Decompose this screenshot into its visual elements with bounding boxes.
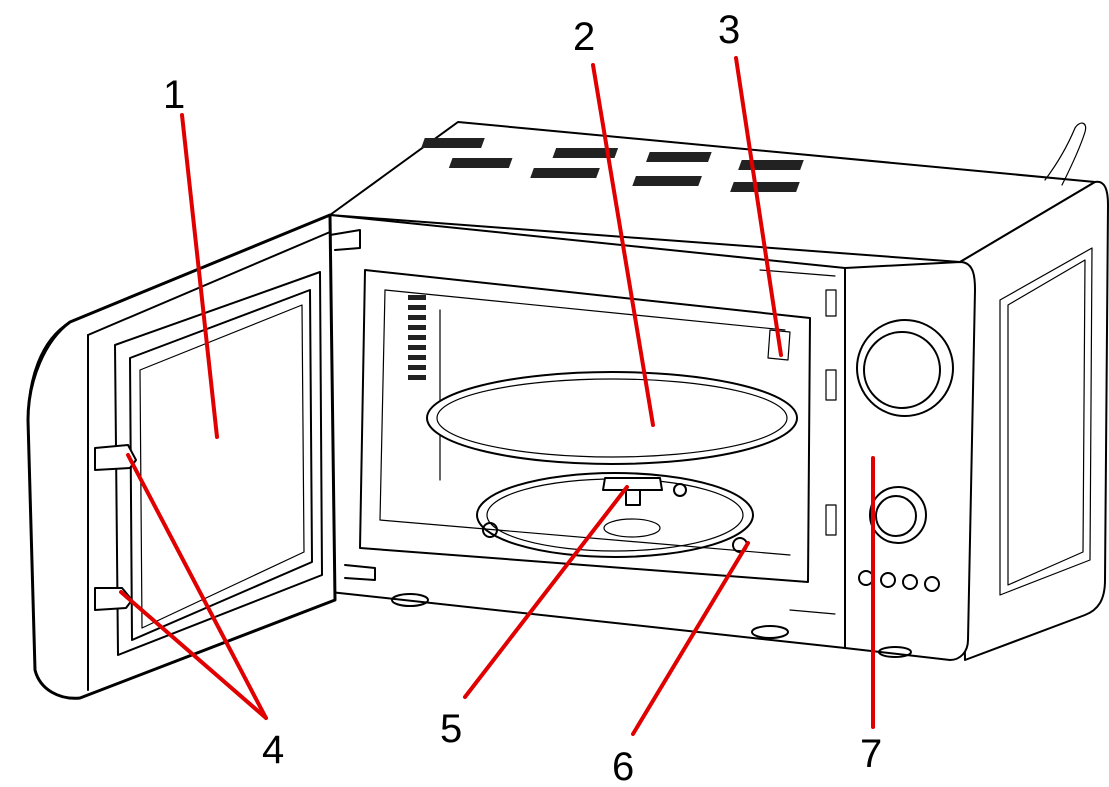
hinge-top <box>329 229 361 251</box>
cavity-vents <box>408 295 426 380</box>
button-4 <box>924 576 940 592</box>
button-1 <box>858 570 874 586</box>
leader-3 <box>734 56 783 357</box>
top-vents <box>421 138 804 192</box>
leader-1 <box>180 113 219 439</box>
leader-6 <box>631 541 750 736</box>
leader-4a <box>126 453 268 720</box>
callout-5: 5 <box>440 707 462 751</box>
callout-labels: 1 2 3 4 5 6 7 <box>163 8 882 787</box>
roller-ring <box>476 472 754 558</box>
oven-cavity <box>359 269 811 583</box>
turntable-coupler <box>602 477 663 491</box>
callout-6: 6 <box>612 745 634 787</box>
callout-3: 3 <box>718 8 740 52</box>
door-window <box>129 289 313 641</box>
callout-1: 1 <box>163 73 185 117</box>
button-3 <box>902 574 918 590</box>
power-cord <box>1044 122 1087 186</box>
leader-lines <box>119 56 875 736</box>
waveguide-cover <box>767 329 791 361</box>
power-knob <box>875 495 917 537</box>
hinge-bottom <box>344 564 376 581</box>
leader-5 <box>463 485 629 699</box>
side-window-frame <box>999 247 1093 596</box>
door-outer <box>26 213 337 700</box>
door-window-frame <box>114 271 323 656</box>
button-2 <box>880 572 896 588</box>
microwave-illustration <box>26 121 1109 700</box>
cabinet-right-side <box>959 180 1109 661</box>
leader-4b <box>119 590 268 720</box>
timer-knob <box>863 331 941 409</box>
callout-4: 4 <box>262 728 284 772</box>
callout-2: 2 <box>573 15 595 59</box>
glass-tray <box>426 371 798 465</box>
callout-7: 7 <box>860 732 882 776</box>
leader-2 <box>591 63 655 427</box>
side-window-inner <box>1007 259 1086 586</box>
door-handle-edge <box>27 321 71 671</box>
